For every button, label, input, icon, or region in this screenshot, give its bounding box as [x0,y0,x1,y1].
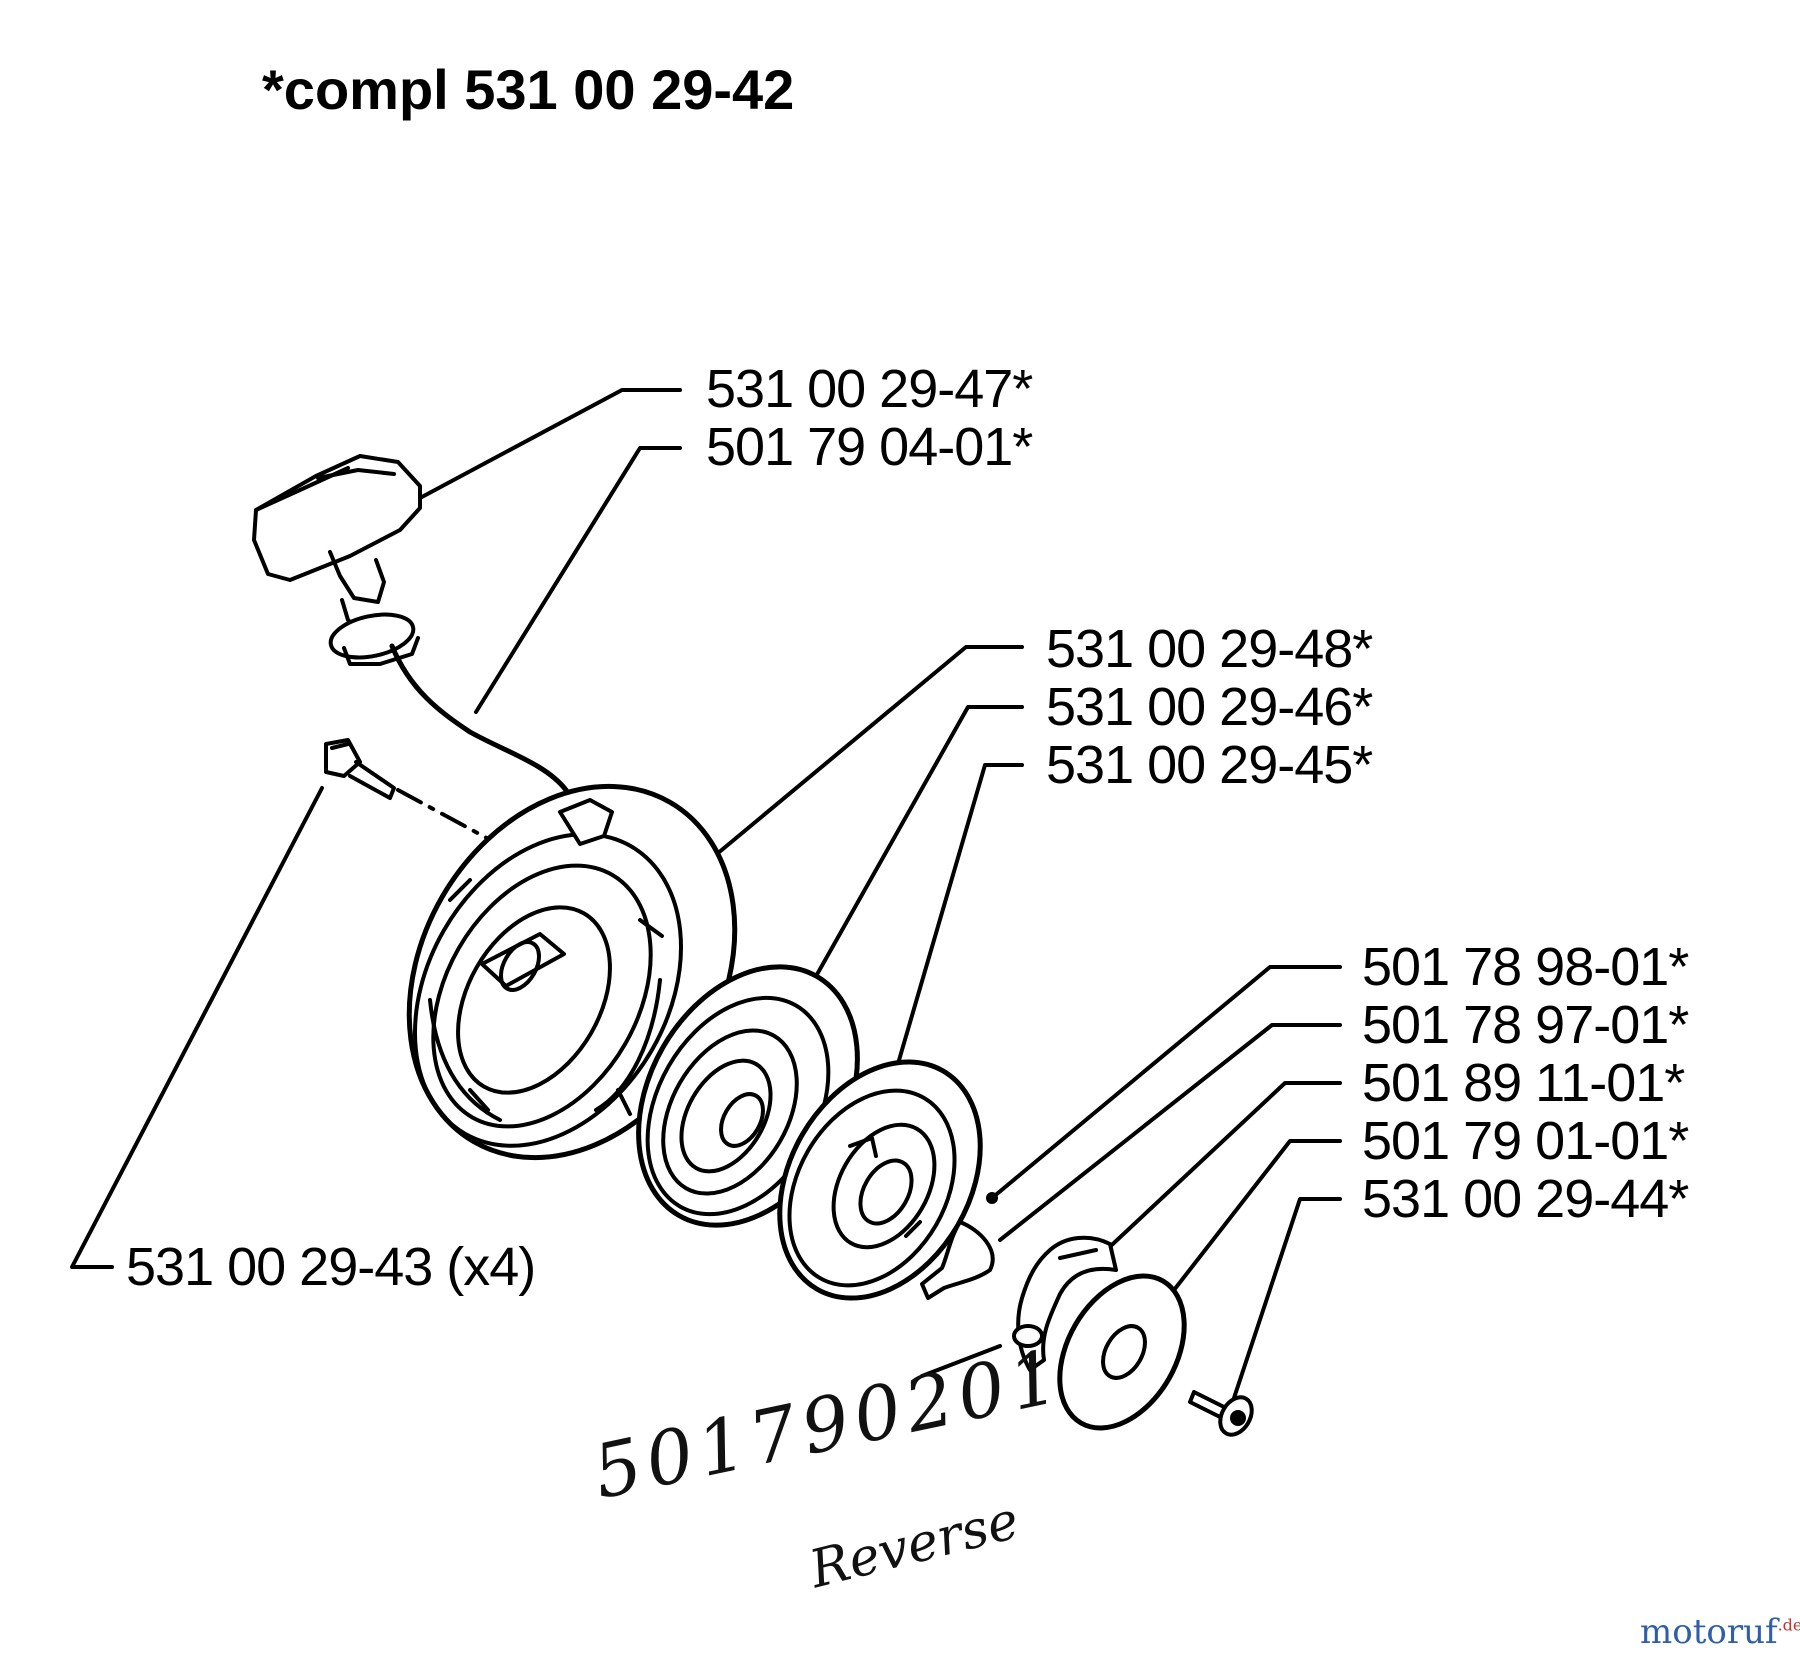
pawl-icon [1012,1235,1118,1372]
part-label-housing-screws: 531 00 29-43 (x4) [126,1237,536,1297]
leader-line-housing [686,645,1024,880]
leader-line-handwritten [920,1344,1002,1378]
part-label-pawl-spring: 501 78 98-01* [1362,937,1689,997]
assembly-title: *compl 531 00 29-42 [262,58,795,121]
part-label-recoil-spring: 531 00 29-46* [1046,677,1373,737]
starter-handle-icon [252,454,422,666]
leader-line-pawl [1098,1081,1342,1258]
watermark-brand: motoruf [1640,1612,1778,1652]
watermark-logo: motoruf.de [1640,1612,1800,1652]
part-label-starter-housing: 531 00 29-48* [1046,619,1373,679]
leader-line-pawl-spring-2 [998,1023,1342,1242]
watermark-suffix: .de [1777,1615,1800,1635]
leader-line-washer [1158,1139,1342,1310]
leader-line-handle [418,388,682,500]
washer-icon [1057,1273,1187,1431]
part-label-pawl-spring-2: 501 78 97-01* [1362,995,1689,1055]
leader-line-spring [778,705,1024,1042]
leader-line-pulley [893,763,1024,1076]
leader-line-pawl-spring [990,965,1342,1200]
leader-line-center-screw [1230,1197,1342,1406]
center-screw-icon [1188,1390,1254,1437]
part-label-rope-pulley: 531 00 29-45* [1046,735,1373,795]
part-label-starter-rope: 501 79 04-01* [706,417,1033,477]
leader-line-rope [474,446,682,714]
housing-screw-icon [324,738,396,800]
part-label-center-screw: 531 00 29-44* [1362,1169,1689,1229]
part-label-starter-handle: 531 00 29-47* [706,359,1033,419]
part-label-washer: 501 79 01-01* [1362,1111,1689,1171]
pawl-spring-icon [920,1192,998,1300]
part-label-pawl: 501 89 11-01* [1362,1053,1685,1113]
leader-line-housing-screws [70,786,324,1269]
rope-pulley-icon [777,1059,983,1301]
